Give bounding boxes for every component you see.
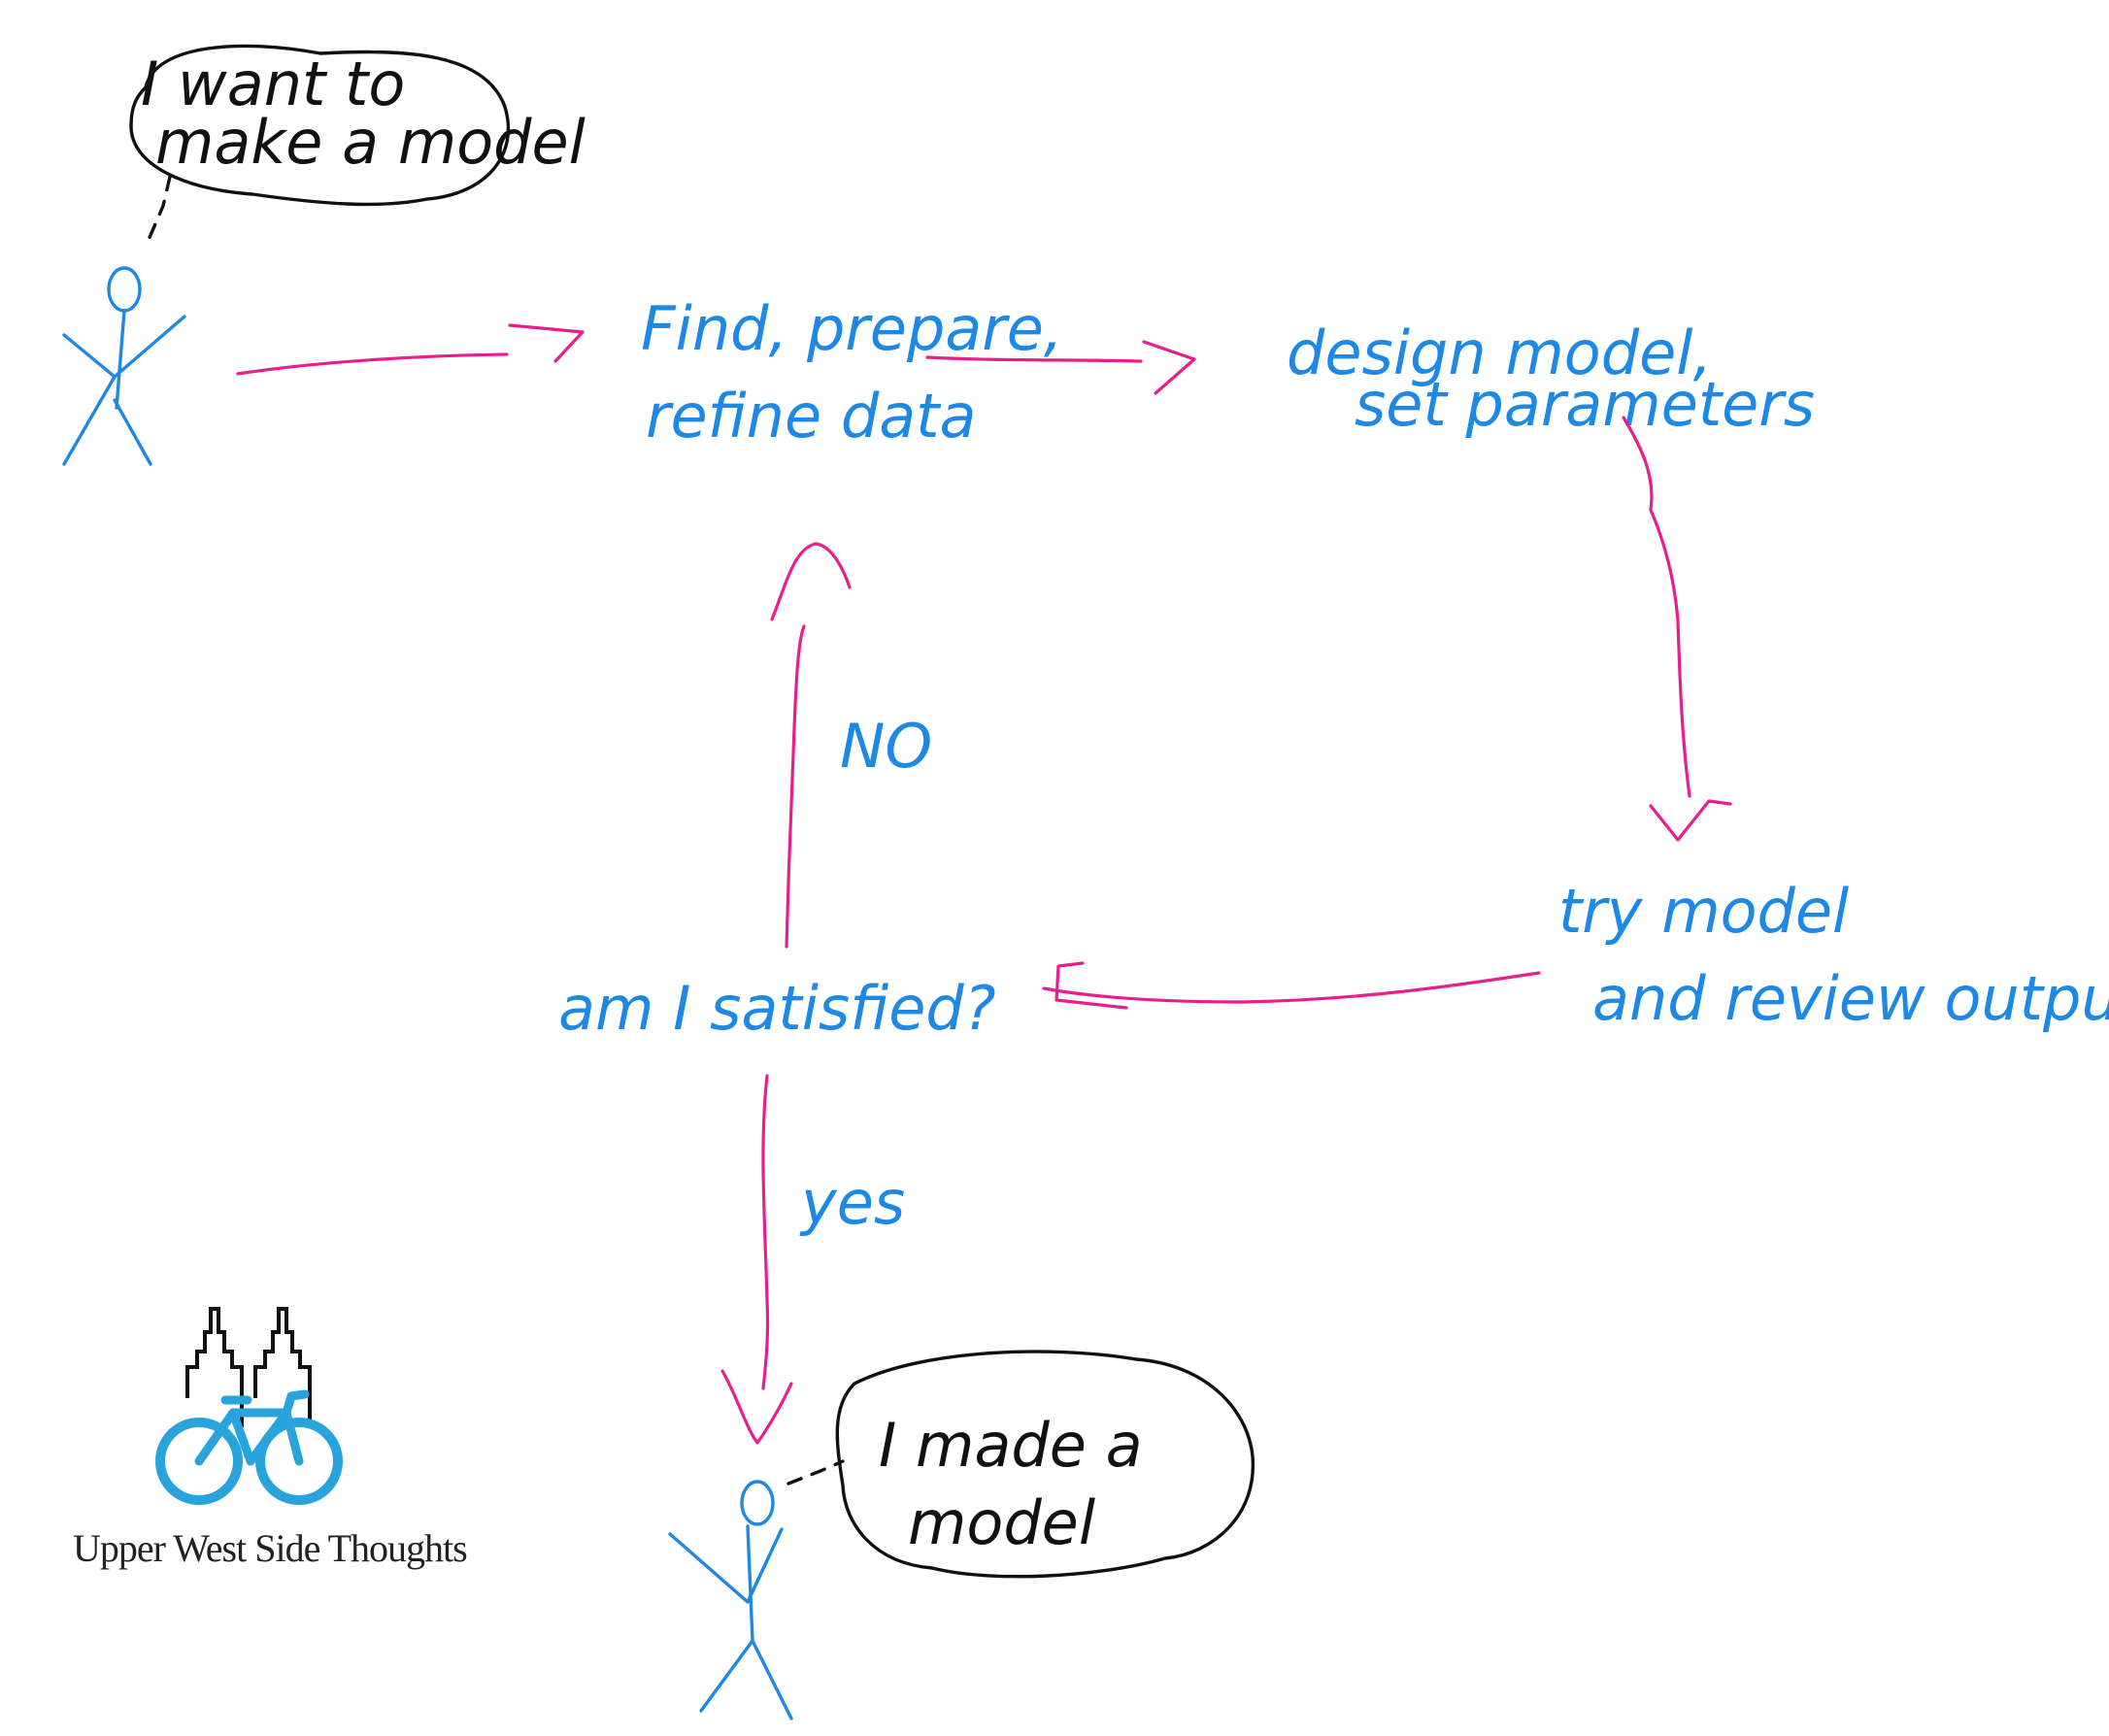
node-am-i-satisfied: am I satisfied? [558,973,996,1044]
twin-towers-bicycle-icon [155,1307,343,1505]
edge-yes: yes [720,1074,905,1445]
start-figure-body [62,309,186,466]
edge-yes-arrowhead [720,1369,793,1445]
edge-start-to-data-line [236,352,509,376]
node-am-i-satisfied-label: am I satisfied? [558,973,996,1044]
edge-data-to-design-line [925,355,1143,363]
edge-try-to-satisfied-arrowhead [1054,961,1128,1010]
node-design-model: design model, set parameters [1287,317,1815,440]
node-try-model-line2: and review output [1592,963,2109,1034]
end-figure-head [740,1480,775,1526]
end-bubble-line1: I made a [879,1410,1143,1481]
end-speech-bubble: I made a model [787,1350,1255,1579]
edge-data-to-design [925,340,1196,395]
edge-start-to-data [236,323,585,376]
edge-data-to-design-arrowhead [1142,340,1196,395]
edge-design-to-try [1622,416,1732,842]
edge-try-to-satisfied-line [1042,971,1541,1004]
node-try-model: try model and review output [1558,876,2109,1034]
start-figure-head [107,266,142,313]
edge-no-loop-line [785,624,806,949]
end-figure-body [668,1524,793,1720]
node-find-data-line1: Find, prepare, [641,293,1063,364]
edge-no-label: NO [840,711,932,782]
start-bubble-tail [144,175,172,249]
edge-design-to-try-line [1622,416,1691,798]
node-design-model-line1: design model, [1287,317,1712,388]
edge-try-to-satisfied [1042,961,1541,1010]
end-bubble-outline [835,1350,1255,1579]
start-bubble-line2: make a model [155,107,586,178]
start-bubble-outline [129,44,511,207]
start-bubble-line1: I want to [141,49,405,119]
end-stick-figure [668,1480,793,1720]
edge-yes-label: yes [799,1167,905,1238]
logo-text: Upper West Side Thoughts [73,1526,467,1570]
node-find-data: Find, prepare, refine data [641,293,1063,451]
edge-design-to-try-arrowhead [1649,799,1732,842]
edge-start-to-data-arrowhead [508,323,585,363]
edge-no-loop: NO [770,542,932,949]
start-speech-bubble: I want to make a model [129,44,586,249]
node-find-data-line2: refine data [646,381,977,451]
start-stick-figure [62,266,186,466]
node-design-model-line2: set parameters [1355,369,1815,440]
end-bubble-tail [787,1459,845,1486]
edge-no-loop-arrowhead [770,542,852,621]
logo: Upper West Side Thoughts [73,1307,468,1570]
edge-yes-line [761,1074,770,1390]
node-try-model-line1: try model [1558,876,1849,947]
end-bubble-line2: model [908,1487,1095,1558]
